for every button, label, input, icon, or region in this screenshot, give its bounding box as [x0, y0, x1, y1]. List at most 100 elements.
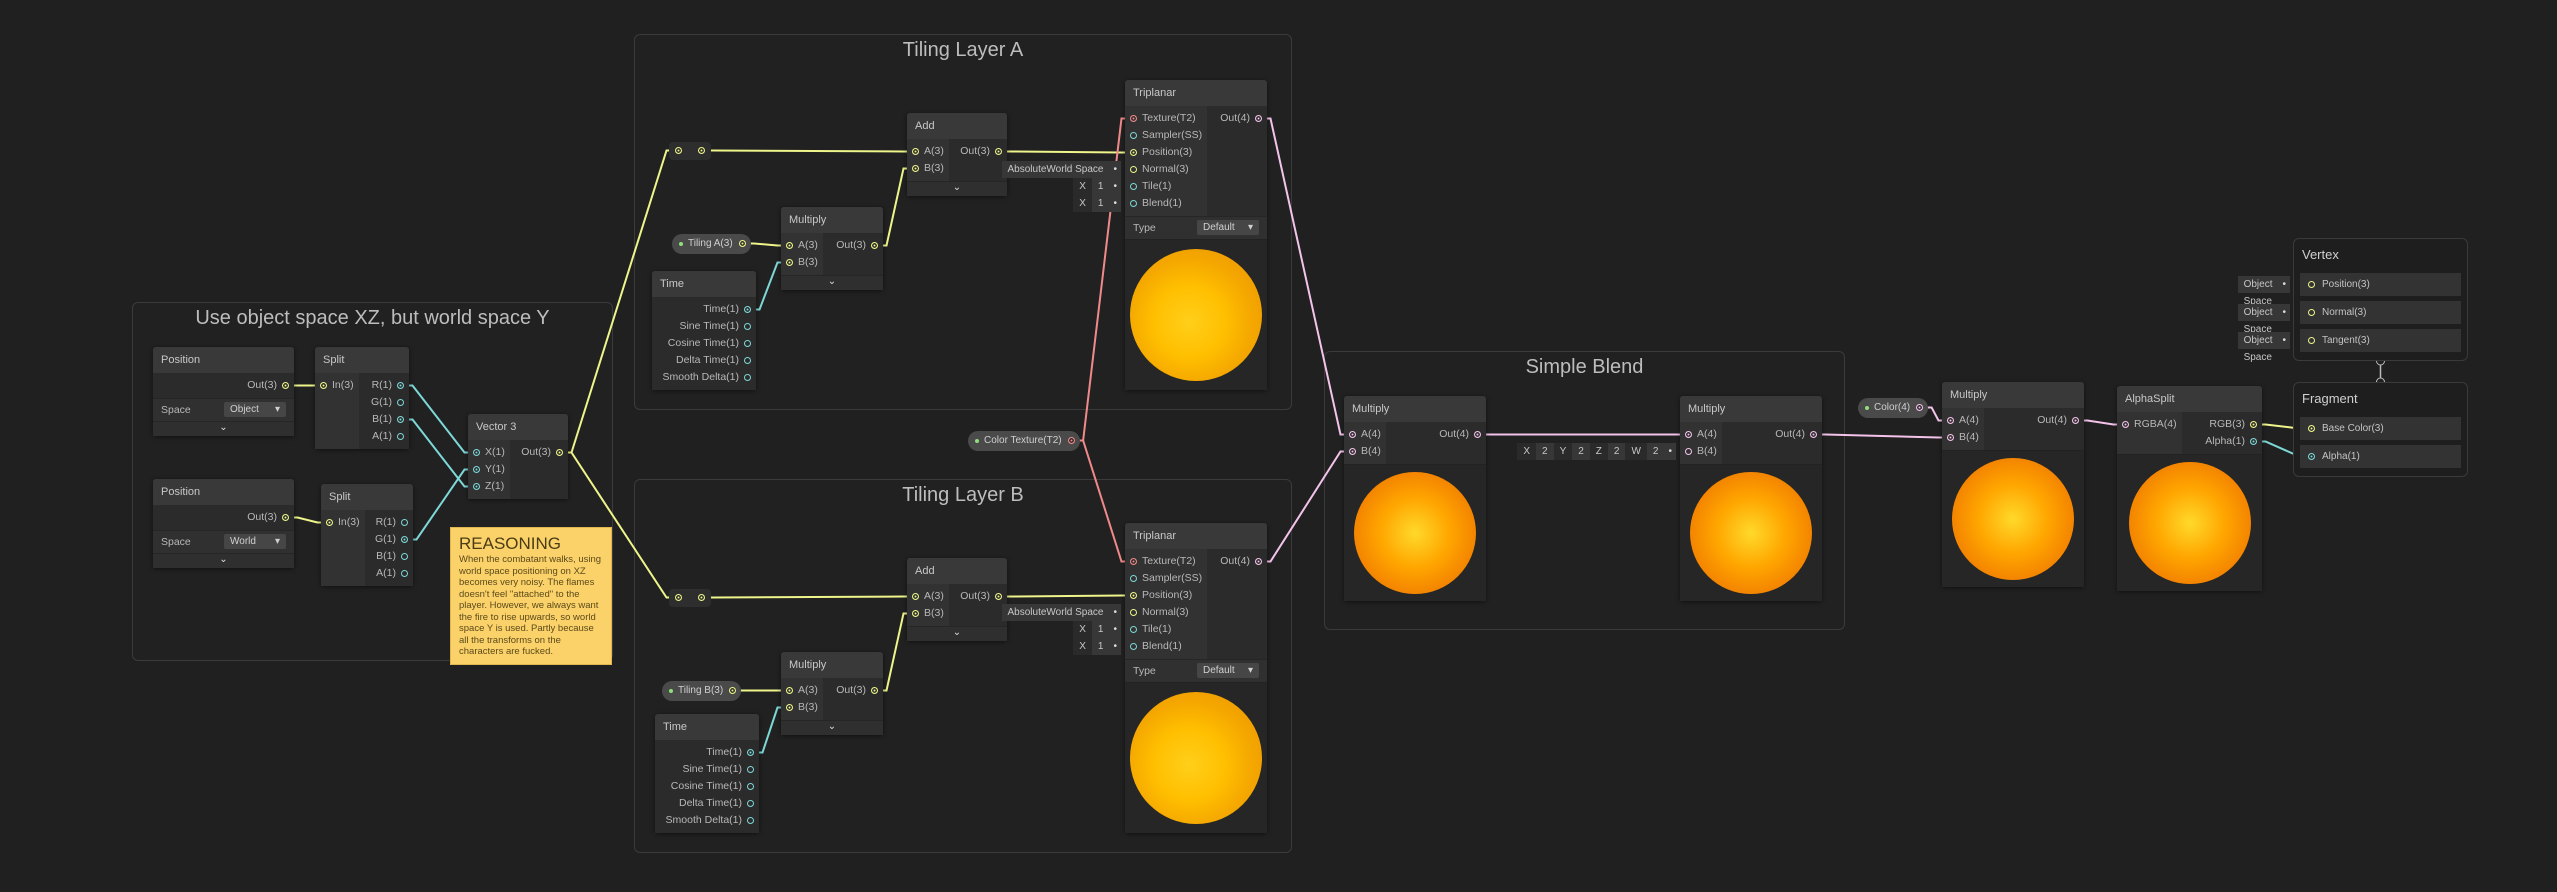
port-float-icon[interactable] — [473, 449, 480, 456]
input-a-3[interactable]: A(3) — [907, 588, 949, 605]
port-float-icon[interactable] — [1130, 626, 1137, 633]
port-vec3-icon[interactable] — [786, 704, 793, 711]
output-rgb-3[interactable]: RGB(3) — [2182, 416, 2262, 433]
field-value-input[interactable]: 2 — [1578, 446, 1584, 457]
port-vec4-icon[interactable] — [1916, 404, 1924, 411]
port-float-icon[interactable] — [747, 766, 754, 773]
space-dropdown[interactable]: Object▾ — [224, 402, 286, 417]
port-float-icon[interactable] — [401, 519, 408, 526]
input-rgba-4[interactable]: RGBA(4) — [2117, 416, 2182, 433]
input-x-1[interactable]: X(1) — [468, 444, 510, 461]
output-r-1[interactable]: R(1) — [365, 514, 413, 531]
output-alpha-1[interactable]: Alpha(1) — [2182, 433, 2262, 450]
output-a-1[interactable]: A(1) — [359, 428, 409, 445]
input-z-1[interactable]: Z(1) — [468, 478, 510, 495]
port-float-icon[interactable] — [401, 536, 408, 543]
port-vec3-icon[interactable] — [1130, 592, 1137, 599]
port-vec3-icon[interactable] — [1130, 166, 1137, 173]
port-vec4-icon[interactable] — [2122, 421, 2129, 428]
field-value-input[interactable]: 1 — [1097, 198, 1104, 209]
field-value-input[interactable]: 2 — [1542, 446, 1548, 457]
output-out-4[interactable]: Out(4) — [1207, 110, 1267, 127]
port-vec3-icon[interactable] — [786, 687, 793, 694]
field-value-input[interactable]: 2 — [1652, 446, 1659, 457]
output-b-1[interactable]: B(1) — [365, 548, 413, 565]
input-a-4[interactable]: A(4) — [1344, 426, 1386, 443]
port-float-icon[interactable] — [2308, 453, 2315, 460]
port-vec3-icon[interactable] — [2308, 337, 2315, 344]
port-vec3-icon[interactable] — [912, 610, 919, 617]
port-float-icon[interactable] — [397, 416, 404, 423]
block-position-3[interactable]: Position(3)Object Space• — [2237, 273, 2461, 307]
input-texture-t2[interactable]: Texture(T2) — [1125, 110, 1207, 127]
output-out-4[interactable]: Out(4) — [1207, 553, 1267, 570]
input-b-3[interactable]: B(3) — [781, 699, 823, 716]
input-position-3[interactable]: Position(3) — [1125, 587, 1207, 604]
field-value-input[interactable]: 2 — [1613, 446, 1620, 457]
collapse-chevron-icon[interactable]: ⌄ — [153, 553, 294, 568]
port-vec3-icon[interactable] — [2308, 425, 2315, 432]
port-texture-icon[interactable] — [1130, 115, 1137, 122]
collapse-chevron-icon[interactable]: ⌄ — [781, 275, 883, 290]
input-b-3[interactable]: B(3) — [907, 160, 949, 177]
input-sampler-ss[interactable]: Sampler(SS) — [1125, 127, 1207, 144]
port-float-icon[interactable] — [1130, 132, 1137, 139]
input-a-4[interactable]: A(4) — [1680, 426, 1722, 443]
port-vec4-icon[interactable] — [1947, 417, 1954, 424]
port-vec3-icon[interactable] — [786, 242, 793, 249]
port-vec3-icon[interactable] — [282, 514, 289, 521]
type-dropdown[interactable]: Default▾ — [1197, 220, 1259, 235]
port-float-icon[interactable] — [744, 357, 751, 364]
collapse-chevron-icon[interactable]: ⌄ — [153, 421, 294, 436]
output-out-3[interactable]: Out(3) — [823, 682, 883, 699]
port-vec3-icon[interactable] — [2308, 309, 2315, 316]
inline-space-value[interactable]: Object Space• — [2237, 276, 2290, 307]
port-float-icon[interactable] — [1130, 200, 1137, 207]
port-float-icon[interactable] — [747, 800, 754, 807]
port-float-icon[interactable] — [747, 783, 754, 790]
port-vec3-icon[interactable] — [871, 687, 878, 694]
port-vec4-icon[interactable] — [1349, 448, 1356, 455]
output-out-4[interactable]: Out(4) — [1722, 426, 1822, 443]
port-vec3-icon[interactable] — [995, 148, 1002, 155]
port-vec3-icon[interactable] — [320, 382, 327, 389]
inline-default-value[interactable]: AbsoluteWorld Space• — [1001, 604, 1121, 621]
property-tiling-a-3[interactable]: Tiling A(3) — [672, 234, 751, 254]
port-float-icon[interactable] — [2250, 438, 2257, 445]
property-color-4[interactable]: Color(4) — [1858, 398, 1929, 418]
port-float-icon[interactable] — [397, 382, 404, 389]
port-vec4-icon[interactable] — [1947, 434, 1954, 441]
output-delta-time-1[interactable]: Delta Time(1) — [652, 352, 756, 369]
output-out-4[interactable]: Out(4) — [1984, 412, 2084, 429]
input-y-1[interactable]: Y(1) — [468, 461, 510, 478]
port-float-icon[interactable] — [473, 466, 480, 473]
output-sine-time-1[interactable]: Sine Time(1) — [655, 761, 759, 778]
reroute-node[interactable] — [669, 142, 711, 160]
input-in-3[interactable]: In(3) — [321, 514, 365, 531]
property-tiling-b-3[interactable]: Tiling B(3) — [662, 681, 742, 701]
port-vec3-icon[interactable] — [912, 148, 919, 155]
port-vec3-icon[interactable] — [2308, 281, 2315, 288]
port-vec4-icon[interactable] — [1685, 448, 1692, 455]
port-vec3-icon[interactable] — [738, 240, 746, 247]
port-vec4-icon[interactable] — [2072, 417, 2079, 424]
collapse-chevron-icon[interactable]: ⌄ — [907, 626, 1007, 641]
collapse-chevron-icon[interactable]: ⌄ — [907, 181, 1007, 196]
